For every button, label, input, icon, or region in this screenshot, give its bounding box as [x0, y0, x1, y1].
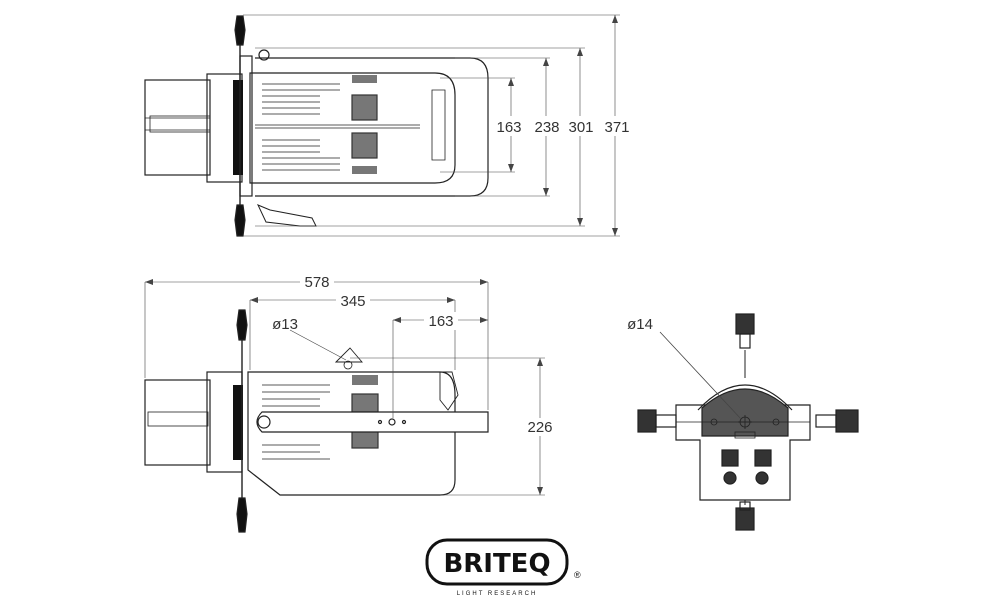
dim-side-226: 226	[527, 419, 552, 436]
side-bracket-arm	[256, 411, 489, 433]
front-view	[637, 313, 859, 531]
front-yoke	[675, 404, 811, 501]
dim-side-dia13: ø13	[272, 316, 298, 333]
top-view	[144, 14, 620, 237]
dim-side-345: 345	[340, 293, 365, 310]
dim-front-dia14: ø14	[627, 316, 653, 333]
lock-lever	[256, 204, 317, 227]
dim-top-371: 371	[604, 119, 629, 136]
dim-top-301: 301	[568, 119, 593, 136]
registered-mark: ®	[574, 570, 581, 580]
brand-tagline: LIGHT RESEARCH	[457, 591, 538, 597]
side-lens-barrel	[144, 379, 211, 466]
mounting-bracket	[255, 57, 489, 197]
dim-side-163: 163	[428, 313, 453, 330]
side-view	[144, 279, 545, 533]
lens-barrel	[144, 79, 211, 176]
dim-side-578: 578	[304, 274, 329, 291]
dim-top-163: 163	[496, 119, 521, 136]
brand-wordmark: BRITEQ	[443, 549, 550, 579]
brand-logo: BRITEQ LIGHT RESEARCH ®	[425, 538, 581, 597]
dim-top-238: 238	[534, 119, 559, 136]
fixture-body	[249, 72, 456, 184]
